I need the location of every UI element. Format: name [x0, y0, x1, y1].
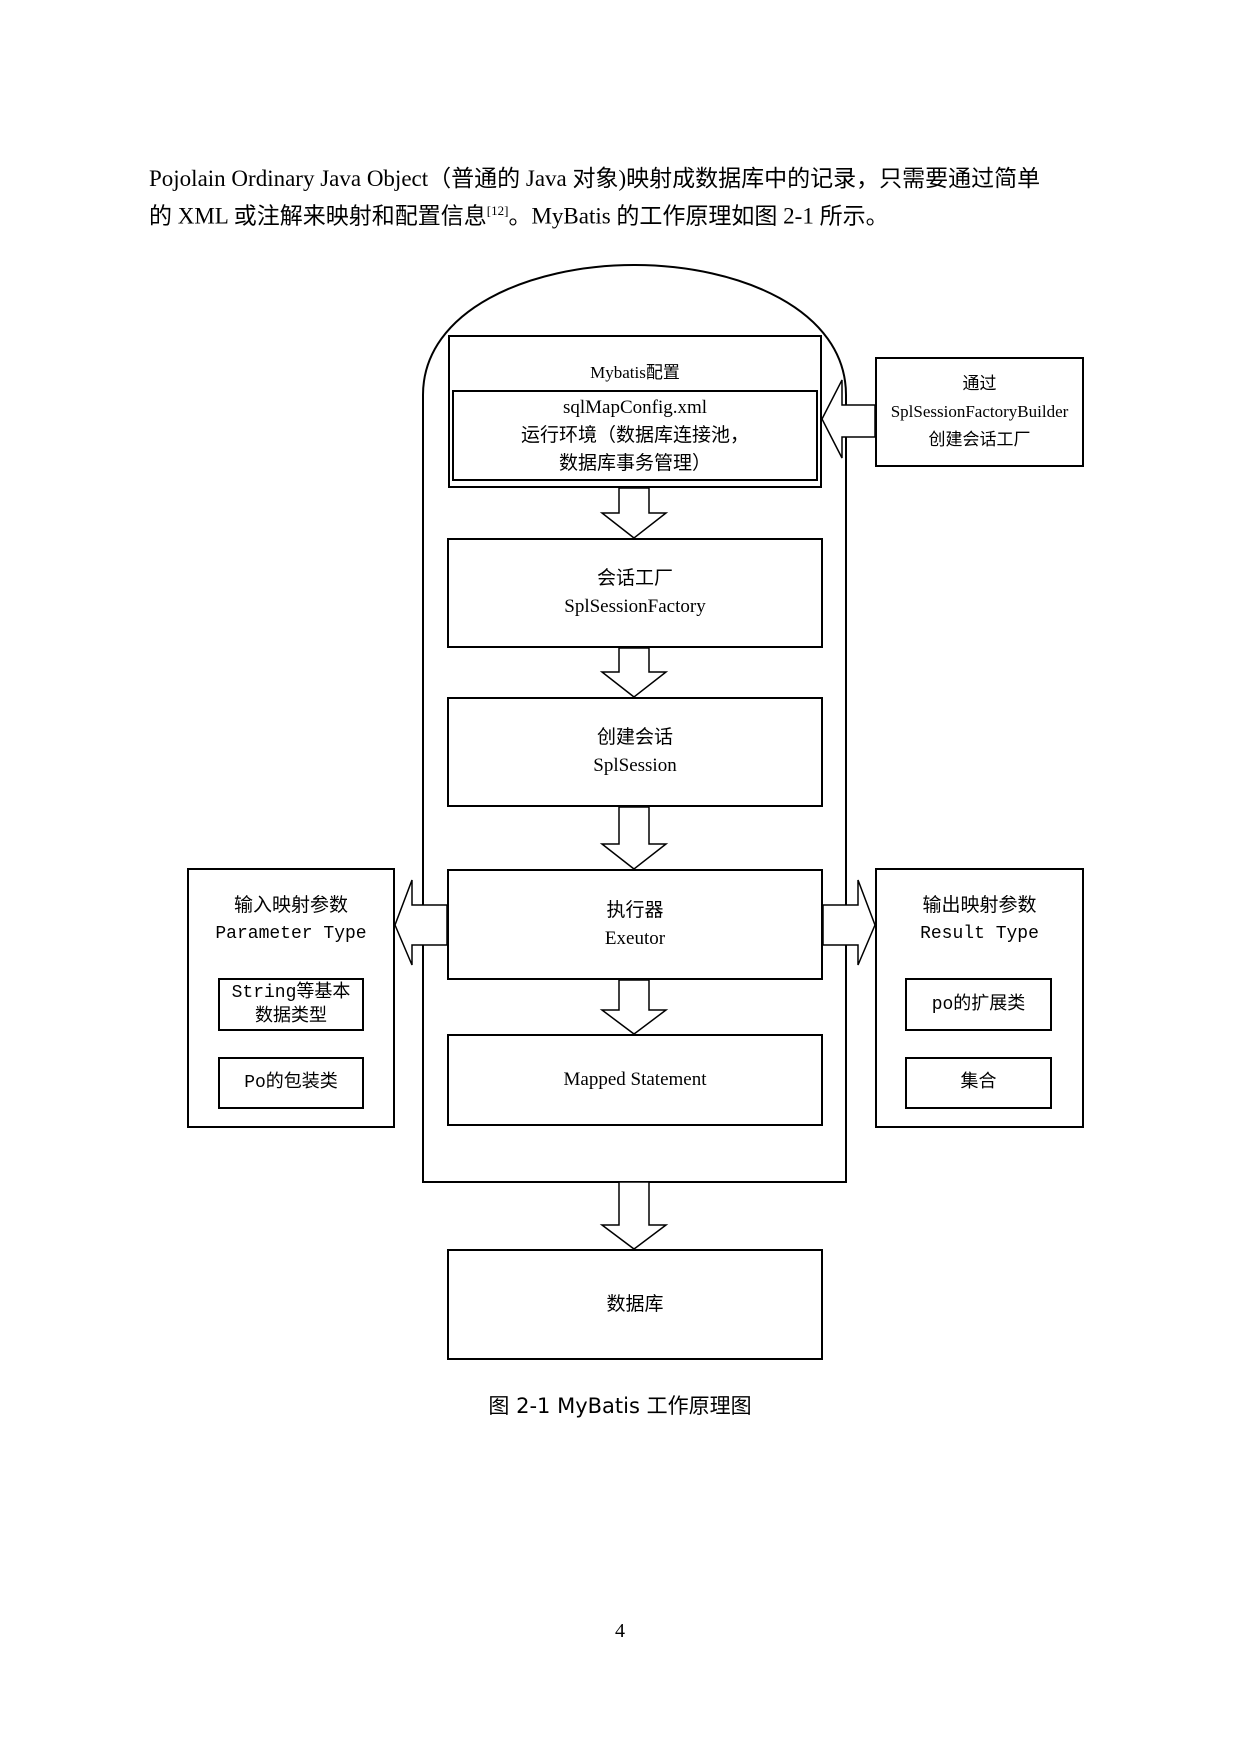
output-item-po-extension: po的扩展类 — [905, 978, 1052, 1031]
config-line3: 数据库事务管理） — [558, 452, 711, 474]
builder-line3: 创建会话工厂 — [928, 430, 1031, 449]
arrow-executor-to-input — [394, 879, 448, 966]
session-factory-box: 会话工厂 SplSessionFactory — [447, 538, 823, 648]
session-line2: SplSession — [593, 755, 677, 776]
output-item2-label: 集合 — [960, 1073, 997, 1093]
executor-box: 执行器 Exeutor — [447, 869, 823, 980]
mapped-line1: Mapped Statement — [563, 1069, 707, 1090]
config-line2: 运行环境（数据库连接池， — [520, 424, 749, 446]
paragraph-text: 的 XML 或注解来映射和配置信息 — [149, 203, 487, 229]
session-line1: 创建会话 — [596, 727, 673, 748]
arrow-executor-to-output — [822, 879, 876, 966]
paragraph-text-end: 。MyBatis 的工作原理如图 2-1 所示。 — [508, 203, 889, 229]
database-line1: 数据库 — [606, 1293, 664, 1315]
body-paragraph: Pojolain Ordinary Java Object（普通的 Java 对… — [149, 163, 1129, 233]
input-item-po-wrapper: Po的包装类 — [218, 1057, 364, 1109]
database-box: 数据库 — [447, 1249, 823, 1360]
session-box: 创建会话 SplSession — [447, 697, 823, 807]
arrow-builder-to-config — [821, 379, 876, 459]
arrow-executor-to-mapped — [599, 979, 669, 1035]
arrow-config-to-factory — [599, 487, 669, 539]
arrow-factory-to-session — [599, 647, 669, 698]
mapped-statement-box: Mapped Statement — [447, 1034, 823, 1126]
output-subtitle: Result Type — [920, 924, 1039, 944]
input-title: 输入映射参数 — [233, 895, 348, 916]
output-title: 输出映射参数 — [922, 895, 1037, 916]
input-subtitle: Parameter Type — [215, 924, 367, 944]
arrow-session-to-executor — [599, 806, 669, 870]
input-item2-label: Po的包装类 — [244, 1073, 338, 1093]
figure-caption: 图 2-1 MyBatis 工作原理图 — [488, 1394, 752, 1418]
citation: [12] — [486, 203, 509, 218]
output-item1-label: po的扩展类 — [931, 994, 1026, 1015]
builder-line2: SplSessionFactoryBuilder — [890, 402, 1069, 421]
factory-line1: 会话工厂 — [596, 568, 673, 589]
outer-container — [422, 263, 847, 1183]
output-item-collection: 集合 — [905, 1057, 1052, 1109]
builder-line1: 通过 — [962, 374, 997, 393]
executor-line2: Exeutor — [604, 927, 666, 949]
executor-line1: 执行器 — [606, 899, 664, 921]
paragraph-line-1: Pojolain Ordinary Java Object（普通的 Java 对… — [149, 166, 1041, 191]
config-file: sqlMapConfig.xml — [562, 396, 708, 418]
page-number: 4 — [615, 1620, 625, 1642]
arrow-container-to-database — [599, 1181, 669, 1250]
input-item-basic-types: String等基本数据类型 — [218, 978, 364, 1031]
paragraph-line-2: 的 XML 或注解来映射和配置信息[12]。MyBatis 的工作原理如图 2-… — [149, 195, 1129, 233]
config-title: Mybatis配置 — [590, 363, 680, 382]
factory-line2: SplSessionFactory — [564, 596, 706, 617]
builder-box: 通过 SplSessionFactoryBuilder 创建会话工厂 — [875, 357, 1084, 467]
sqlmapconfig-box: sqlMapConfig.xml 运行环境（数据库连接池， 数据库事务管理） — [452, 390, 818, 481]
input-item1-label: String等基本数据类型 — [231, 982, 351, 1027]
